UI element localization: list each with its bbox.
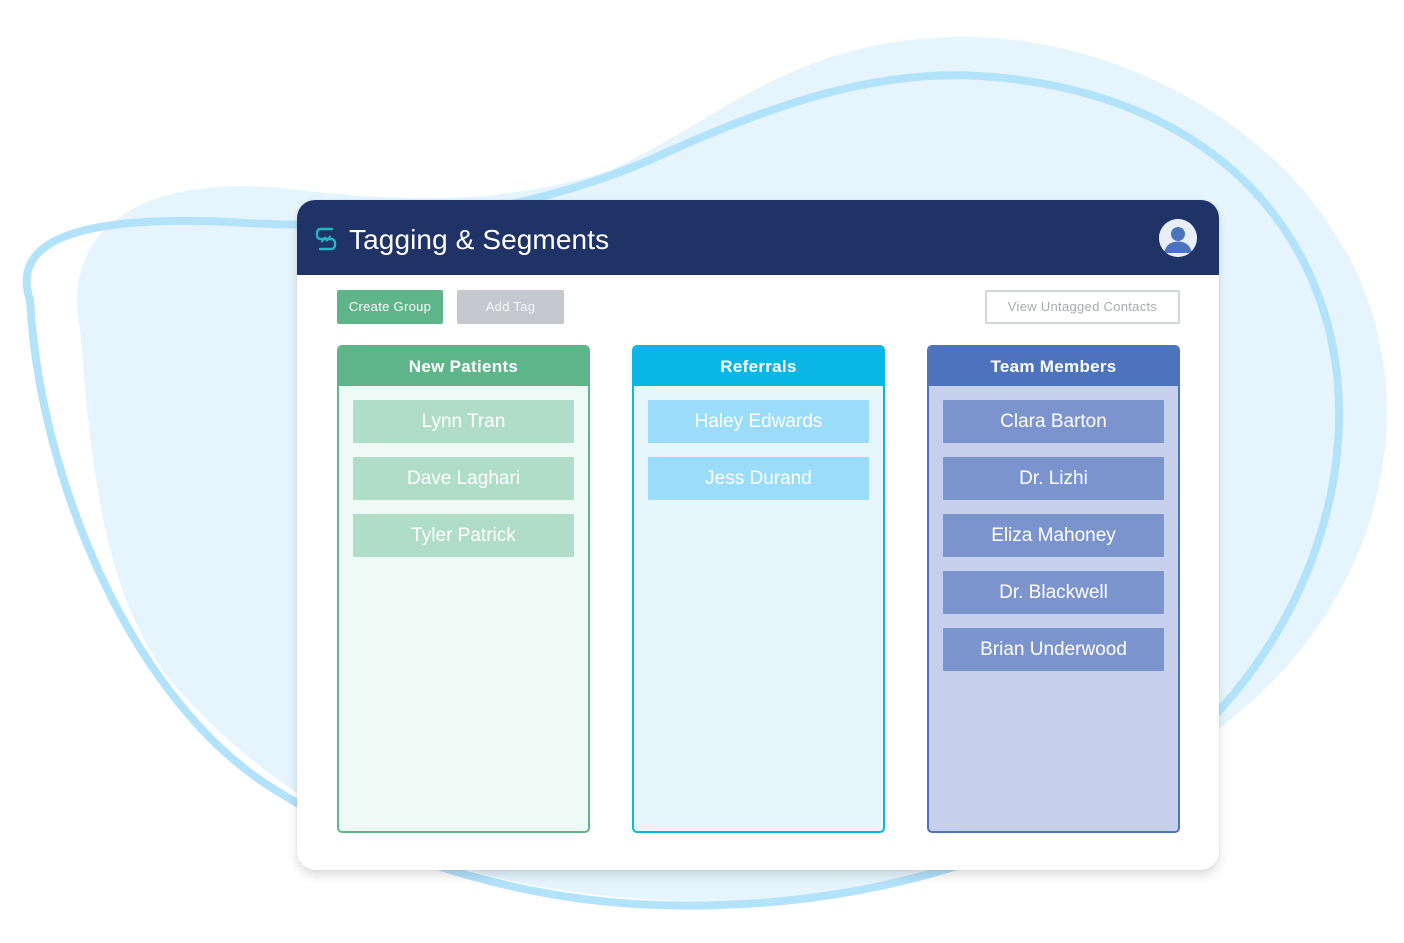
segments-logo-icon — [315, 227, 337, 251]
contact-card[interactable]: Clara Barton — [943, 400, 1164, 443]
group-header[interactable]: Referrals — [634, 347, 883, 386]
group-header[interactable]: Team Members — [929, 347, 1178, 386]
contact-card[interactable]: Lynn Tran — [353, 400, 574, 443]
group-column-new-patients[interactable]: New Patients Lynn Tran Dave Laghari Tyle… — [337, 345, 590, 833]
contact-card[interactable]: Brian Underwood — [943, 628, 1164, 671]
user-avatar-icon[interactable] — [1159, 219, 1197, 257]
contact-card[interactable]: Haley Edwards — [648, 400, 869, 443]
contact-card[interactable]: Dr. Lizhi — [943, 457, 1164, 500]
contact-card[interactable]: Dave Laghari — [353, 457, 574, 500]
group-contact-list: Lynn Tran Dave Laghari Tyler Patrick — [339, 386, 588, 557]
create-group-button[interactable]: Create Group — [337, 290, 443, 324]
add-tag-button[interactable]: Add Tag — [457, 290, 564, 324]
group-column-team-members[interactable]: Team Members Clara Barton Dr. Lizhi Eliz… — [927, 345, 1180, 833]
app-window: Tagging & Segments Create Group Add Tag … — [297, 200, 1219, 870]
group-contact-list: Haley Edwards Jess Durand — [634, 386, 883, 500]
group-contact-list: Clara Barton Dr. Lizhi Eliza Mahoney Dr.… — [929, 386, 1178, 671]
group-column-referrals[interactable]: Referrals Haley Edwards Jess Durand — [632, 345, 885, 833]
contact-card[interactable]: Dr. Blackwell — [943, 571, 1164, 614]
contact-card[interactable]: Jess Durand — [648, 457, 869, 500]
contact-card[interactable]: Tyler Patrick — [353, 514, 574, 557]
view-untagged-contacts-button[interactable]: View Untagged Contacts — [985, 290, 1180, 324]
group-header[interactable]: New Patients — [339, 347, 588, 386]
contact-card[interactable]: Eliza Mahoney — [943, 514, 1164, 557]
page-title: Tagging & Segments — [349, 224, 610, 255]
title-bar: Tagging & Segments — [297, 200, 1219, 275]
